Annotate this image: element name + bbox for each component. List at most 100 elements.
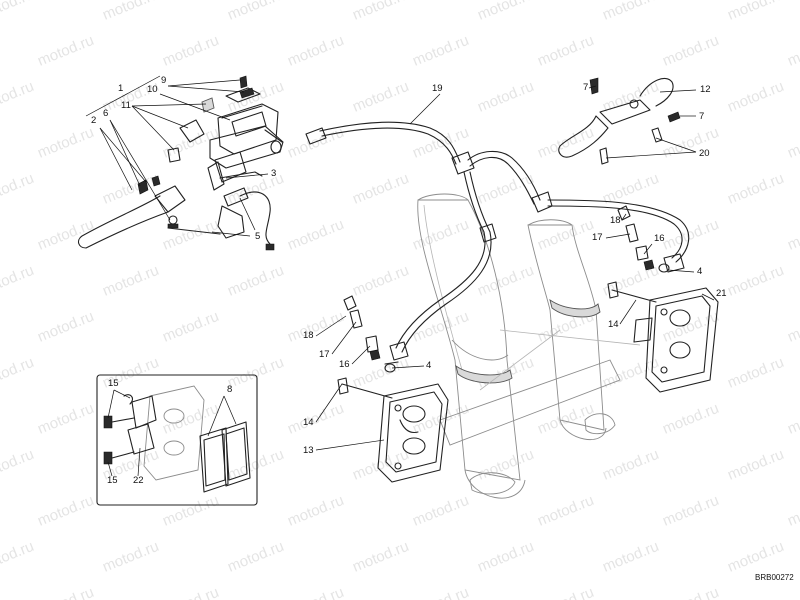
watermark-text: motod.ru xyxy=(660,308,721,346)
callout-10: 10 xyxy=(147,84,158,95)
watermark-text: motod.ru xyxy=(100,262,161,300)
callout-leader-lines xyxy=(85,75,715,477)
watermark-text: motod.ru xyxy=(225,354,286,392)
watermark-text: motod.ru xyxy=(725,78,786,116)
watermark-text: motod.ru xyxy=(285,584,346,600)
watermark-text: motod.ru xyxy=(535,400,596,438)
watermark-text: motod.ru xyxy=(0,354,36,392)
watermark-text: motod.ru xyxy=(660,584,721,600)
watermark-text: motod.ru xyxy=(350,262,411,300)
callout-17: 17 xyxy=(592,232,603,243)
callout-4: 4 xyxy=(697,266,702,277)
callout-6: 6 xyxy=(103,108,108,119)
watermark-text: motod.ru xyxy=(285,400,346,438)
watermark-text: motod.ru xyxy=(350,538,411,576)
watermark-text: motod.ru xyxy=(475,0,536,24)
callout-4: 4 xyxy=(426,360,431,371)
callout-21: 21 xyxy=(716,288,727,299)
watermark-text: motod.ru xyxy=(350,170,411,208)
watermark-text: motod.ru xyxy=(225,78,286,116)
callout-15: 15 xyxy=(108,378,119,389)
callout-16: 16 xyxy=(654,233,665,244)
watermark-text: motod.ru xyxy=(785,124,800,162)
callout-7: 7 xyxy=(699,111,704,122)
watermark-text: motod.ru xyxy=(600,446,661,484)
watermark-text: motod.ru xyxy=(785,32,800,70)
watermark-text: motod.ru xyxy=(160,492,221,530)
watermark-text: motod.ru xyxy=(475,446,536,484)
watermark-text: motod.ru xyxy=(725,446,786,484)
watermark-text: motod.ru xyxy=(285,216,346,254)
watermark-text: motod.ru xyxy=(100,170,161,208)
watermark-text: motod.ru xyxy=(410,492,471,530)
callout-2: 2 xyxy=(91,115,96,126)
watermark-text: motod.ru xyxy=(350,78,411,116)
callout-1: 1 xyxy=(118,83,123,94)
watermark-text: motod.ru xyxy=(0,538,36,576)
watermark-text: motod.ru xyxy=(725,538,786,576)
watermark-text: motod.ru xyxy=(410,32,471,70)
watermark-text: motod.ru xyxy=(785,216,800,254)
watermark-text: motod.ru xyxy=(35,124,96,162)
watermark-text: motod.ru xyxy=(350,0,411,24)
watermark-text: motod.ru xyxy=(535,492,596,530)
watermark-text: motod.ru xyxy=(0,78,36,116)
master-cylinder-assembly xyxy=(77,75,284,251)
watermark-text: motod.ru xyxy=(785,584,800,600)
watermark-text: motod.ru xyxy=(225,262,286,300)
callout-14: 14 xyxy=(303,417,314,428)
watermark-text: motod.ru xyxy=(725,354,786,392)
watermark-text: motod.ru xyxy=(660,492,721,530)
watermark-text: motod.ru xyxy=(285,492,346,530)
watermark-text: motod.ru xyxy=(785,308,800,346)
hose-guide-bracket xyxy=(558,77,681,165)
watermark-text: motod.ru xyxy=(660,32,721,70)
callout-14: 14 xyxy=(608,319,619,330)
watermark-text: motod.ru xyxy=(535,124,596,162)
callout-20: 20 xyxy=(699,148,710,159)
watermark-text: motod.ru xyxy=(0,446,36,484)
watermark-text: motod.ru xyxy=(725,262,786,300)
watermark-text: motod.ru xyxy=(535,584,596,600)
brake-pad-inset xyxy=(96,374,258,506)
watermark-text: motod.ru xyxy=(350,354,411,392)
watermark-text: motod.ru xyxy=(535,32,596,70)
caliper-right xyxy=(607,281,719,393)
watermark-text: motod.ru xyxy=(600,0,661,24)
callout-15: 15 xyxy=(107,475,118,486)
watermark-text: motod.ru xyxy=(35,32,96,70)
callout-11: 11 xyxy=(121,100,131,111)
watermark-text: motod.ru xyxy=(410,124,471,162)
watermark-text: motod.ru xyxy=(0,0,36,24)
watermark-text: motod.ru xyxy=(725,0,786,24)
callout-13: 13 xyxy=(303,445,314,456)
watermark-text: motod.ru xyxy=(410,216,471,254)
watermark-text: motod.ru xyxy=(160,584,221,600)
watermark-text: motod.ru xyxy=(410,584,471,600)
watermark-text: motod.ru xyxy=(35,492,96,530)
watermark-text: motod.ru xyxy=(785,492,800,530)
watermark-text: motod.ru xyxy=(160,308,221,346)
watermark-text: motod.ru xyxy=(0,262,36,300)
watermark-text: motod.ru xyxy=(285,124,346,162)
watermark-text: motod.ru xyxy=(35,308,96,346)
drawing-code: BRB00272 xyxy=(755,573,794,582)
caliper-left xyxy=(337,377,449,483)
callout-18: 18 xyxy=(610,215,621,226)
callout-17: 17 xyxy=(319,349,330,360)
brake-hose-assembly xyxy=(305,121,690,373)
watermark-text: motod.ru xyxy=(285,308,346,346)
callout-19: 19 xyxy=(432,83,443,94)
watermark-text: motod.ru xyxy=(285,32,346,70)
callout-16: 16 xyxy=(339,359,350,370)
callout-18: 18 xyxy=(303,330,314,341)
watermark-text: motod.ru xyxy=(225,538,286,576)
callout-5: 5 xyxy=(255,231,260,242)
watermark-text: motod.ru xyxy=(600,538,661,576)
watermark-text: motod.ru xyxy=(35,584,96,600)
watermark-text: motod.ru xyxy=(350,446,411,484)
watermark-text: motod.ru xyxy=(225,0,286,24)
